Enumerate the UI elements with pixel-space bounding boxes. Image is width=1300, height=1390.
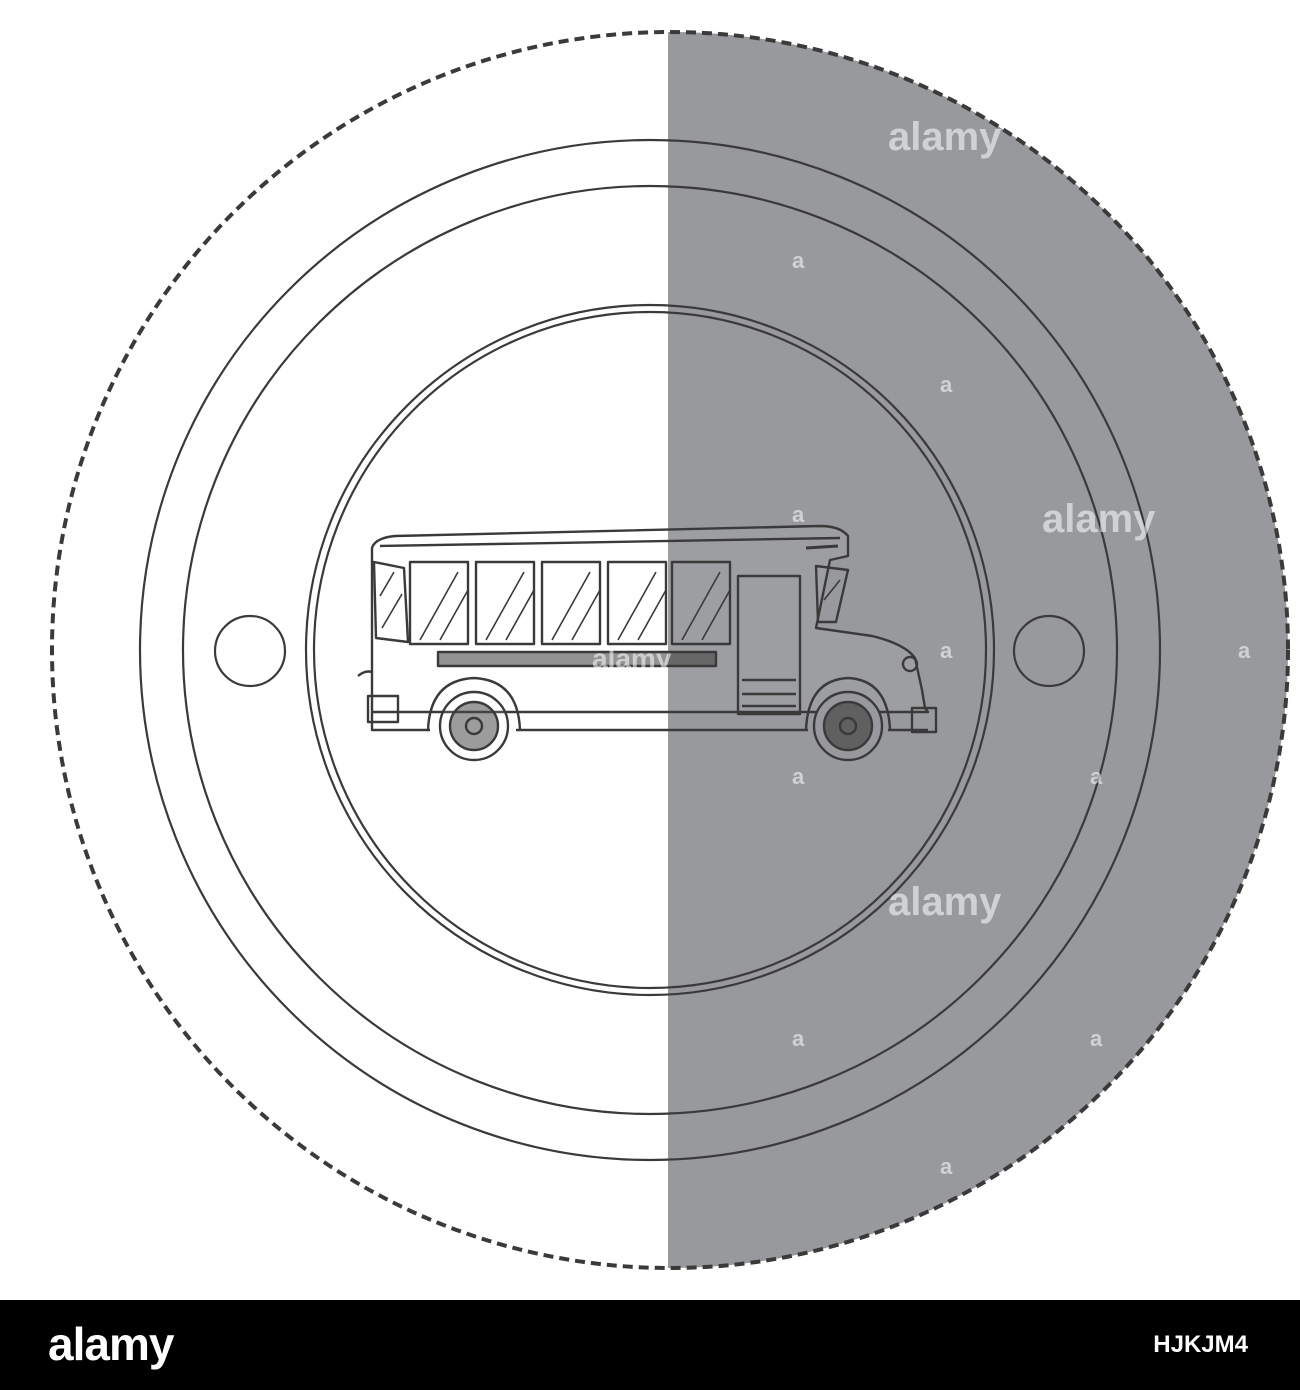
left-hole bbox=[213, 614, 287, 688]
footer-bar: alamy HJKJM4 bbox=[0, 1300, 1300, 1390]
svg-text:a: a bbox=[1090, 1026, 1103, 1051]
school-bus-icon bbox=[357, 524, 938, 762]
right-hole bbox=[1012, 614, 1086, 688]
brand-logo[interactable]: alamy bbox=[48, 1318, 174, 1370]
svg-text:alamy: alamy bbox=[888, 880, 1002, 924]
svg-text:a: a bbox=[792, 502, 805, 527]
dashed-outer-ring bbox=[50, 30, 1290, 1270]
svg-text:alamy: alamy bbox=[1042, 497, 1156, 541]
svg-text:a: a bbox=[792, 764, 805, 789]
svg-text:alamy: alamy bbox=[592, 643, 672, 674]
concentric-rings bbox=[138, 138, 1162, 1162]
svg-text:a: a bbox=[940, 638, 953, 663]
svg-text:a: a bbox=[792, 248, 805, 273]
watermark-overlay: alamy alamy alamy alamy a a a a a a a a … bbox=[592, 115, 1251, 1179]
svg-text:a: a bbox=[940, 372, 953, 397]
svg-text:a: a bbox=[1090, 764, 1103, 789]
sticker-artwork: alamy alamy alamy alamy a a a a a a a a … bbox=[50, 30, 1290, 1270]
svg-text:a: a bbox=[792, 1026, 805, 1051]
svg-text:a: a bbox=[1238, 638, 1251, 663]
svg-text:a: a bbox=[940, 1154, 953, 1179]
svg-text:alamy: alamy bbox=[888, 115, 1002, 159]
image-id-label: HJKJM4 bbox=[1153, 1331, 1248, 1358]
